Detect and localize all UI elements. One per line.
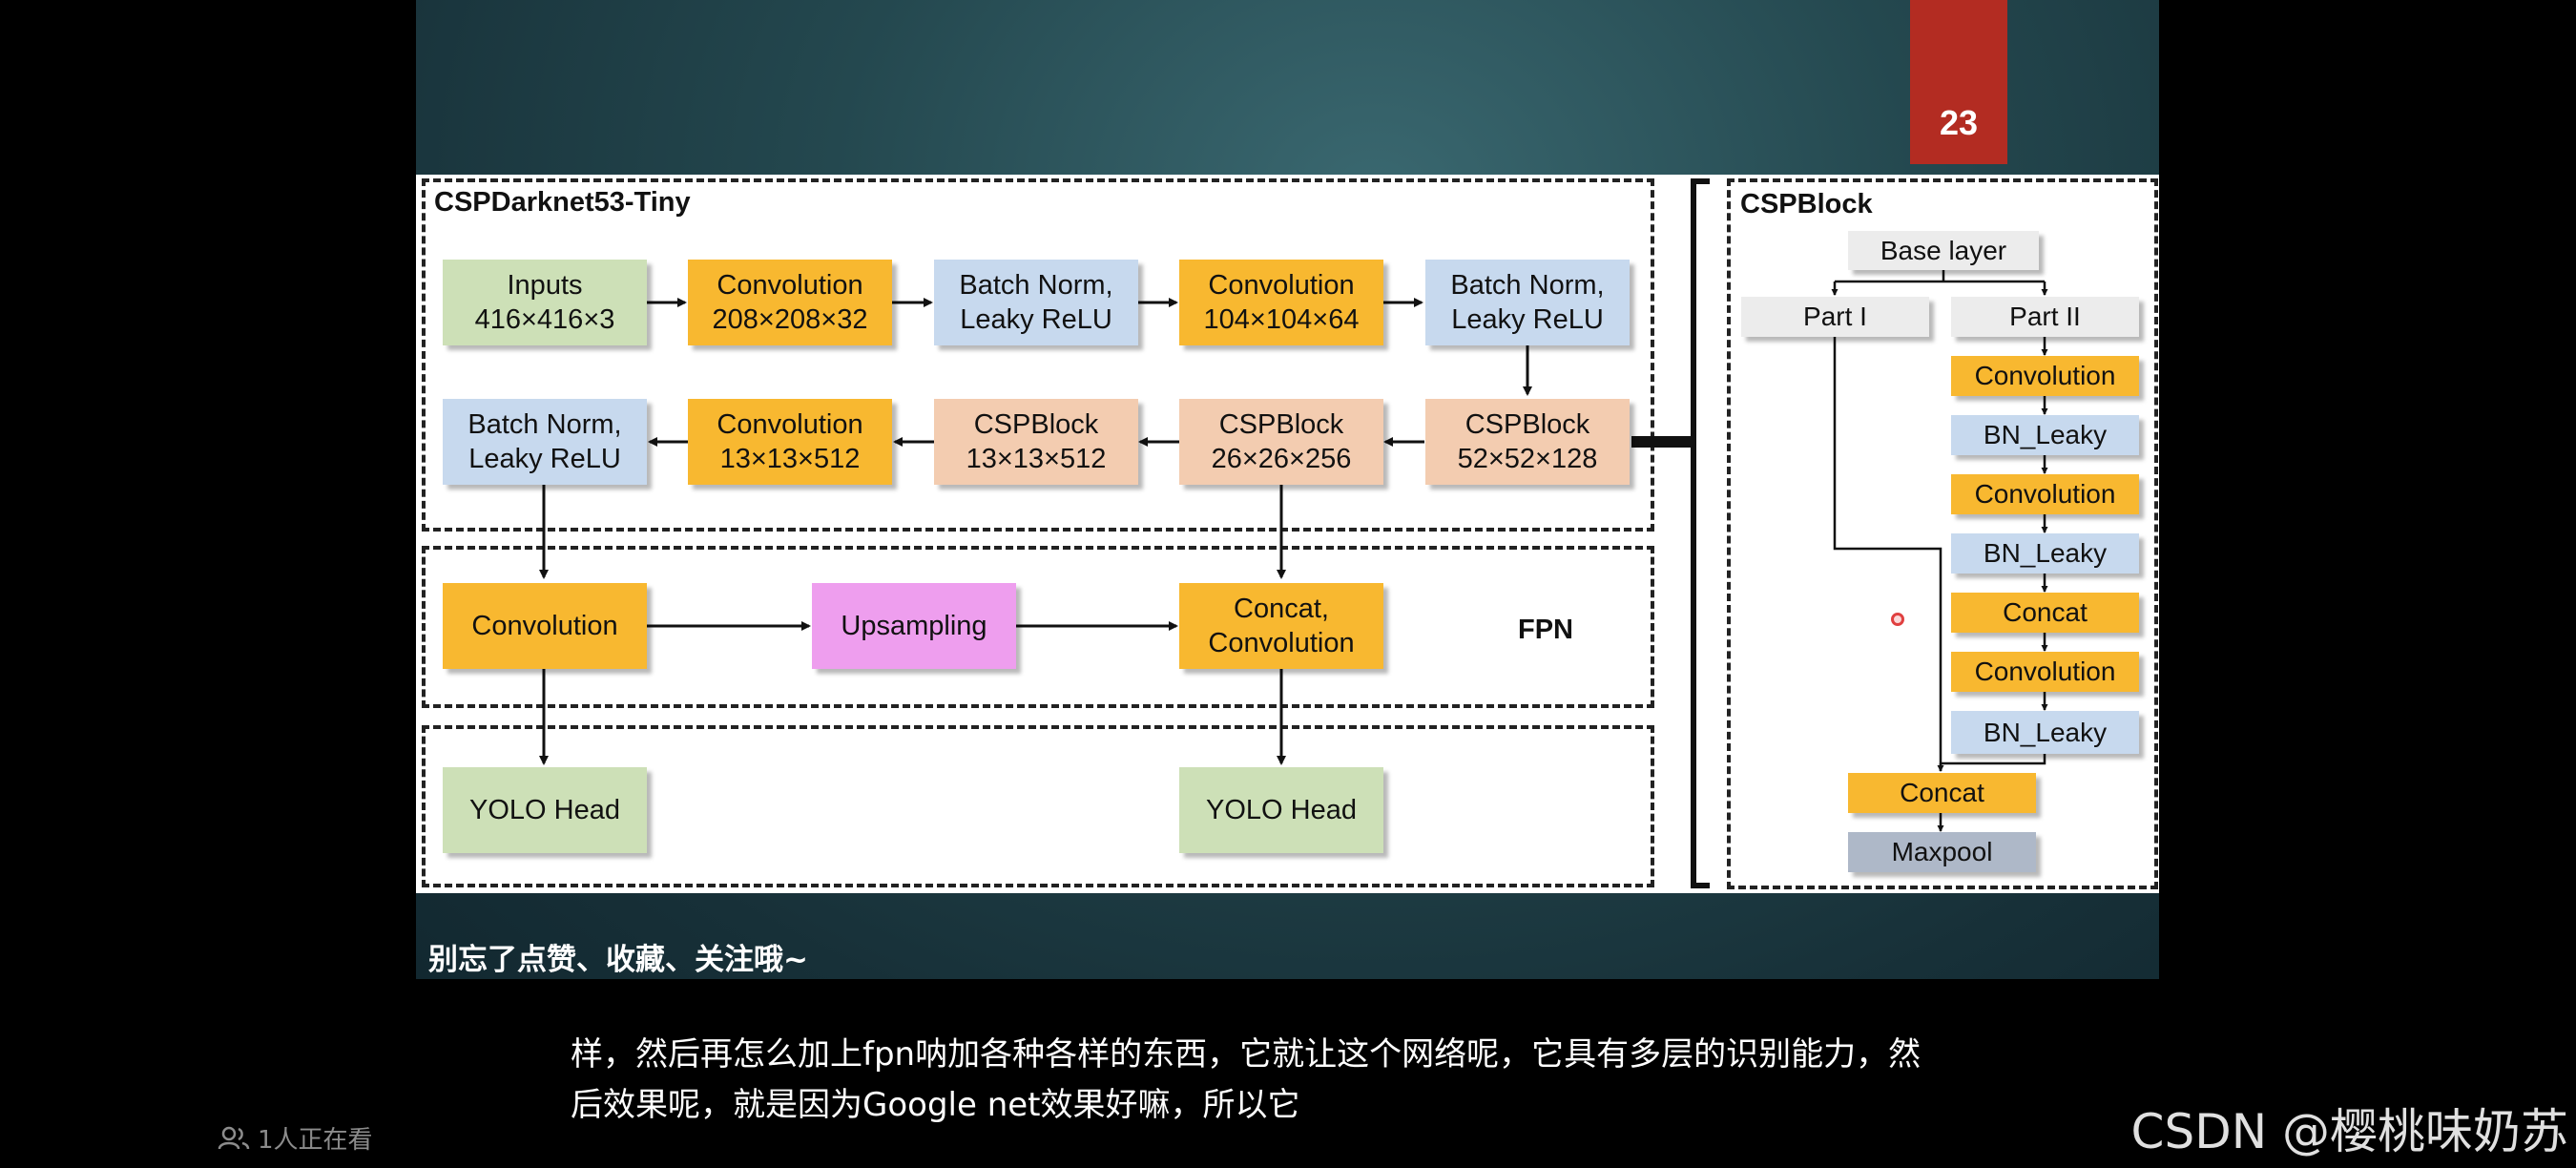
subtitle-line-2: 后效果呢，就是因为Google net效果好嘛，所以它 xyxy=(571,1086,1300,1124)
batch-norm-box-2: Batch Norm, Leaky ReLU xyxy=(1425,260,1630,345)
slide-caption: 别忘了点赞、收藏、关注哦~ xyxy=(428,943,808,977)
viewers-icon xyxy=(218,1126,250,1149)
base-layer-box: Base layer xyxy=(1848,231,2039,270)
pointer-cursor xyxy=(1891,613,1904,626)
upsampling-box: Upsampling xyxy=(812,583,1016,669)
head-frame xyxy=(422,725,1654,887)
csp-convolution-box-c: Convolution xyxy=(1951,652,2139,692)
maxpool-box: Maxpool xyxy=(1848,832,2036,872)
subtitle-line-1: 样，然后再怎么加上fpn呐加各种各样的东西，它就让这个网络呢，它具有多层的识别能… xyxy=(571,1035,1922,1074)
inputs-box: Inputs 416×416×3 xyxy=(443,260,647,345)
cspblock-frame xyxy=(1727,178,2158,889)
csp-bn-leaky-box-c: BN_Leaky xyxy=(1951,711,2139,754)
csp-convolution-box-b: Convolution xyxy=(1951,474,2139,514)
main-title: CSPDarknet53-Tiny xyxy=(434,187,691,218)
csp-concat-out-box: Concat xyxy=(1848,773,2036,813)
batch-norm-box-3: Batch Norm, Leaky ReLU xyxy=(443,399,647,485)
page-number-tab: 23 xyxy=(1910,0,2007,164)
csp-concat-inner-box: Concat xyxy=(1951,593,2139,633)
csp-bn-leaky-box-a: BN_Leaky xyxy=(1951,415,2139,455)
csdn-watermark: CSDN @樱桃味奶苏 xyxy=(2130,1104,2568,1159)
backbone-frame xyxy=(422,178,1654,532)
cspblock-26-box: CSPBlock 26×26×256 xyxy=(1179,399,1383,485)
fpn-frame xyxy=(422,546,1654,708)
fpn-label: FPN xyxy=(1518,615,1573,645)
cspblock-title: CSPBlock xyxy=(1740,189,1873,219)
convolution-208-box: Convolution 208×208×32 xyxy=(688,260,892,345)
part-2-box: Part II xyxy=(1951,297,2139,337)
csp-convolution-box-a: Convolution xyxy=(1951,356,2139,396)
viewer-count: 1人正在看 xyxy=(218,1120,373,1156)
cspblock-13-box: CSPBlock 13×13×512 xyxy=(934,399,1138,485)
concat-convolution-box: Concat, Convolution xyxy=(1179,583,1383,669)
batch-norm-box-1: Batch Norm, Leaky ReLU xyxy=(934,260,1138,345)
yolo-head-box-2: YOLO Head xyxy=(1179,767,1383,853)
yolo-head-box-1: YOLO Head xyxy=(443,767,647,853)
convolution-13-box: Convolution 13×13×512 xyxy=(688,399,892,485)
page-number: 23 xyxy=(1939,103,1979,142)
cspblock-52-box: CSPBlock 52×52×128 xyxy=(1425,399,1630,485)
part-1-box: Part I xyxy=(1741,297,1929,337)
viewer-count-text: 1人正在看 xyxy=(258,1126,373,1155)
fpn-convolution-box: Convolution xyxy=(443,583,647,669)
csp-bn-leaky-box-b: BN_Leaky xyxy=(1951,533,2139,574)
convolution-104-box: Convolution 104×104×64 xyxy=(1179,260,1383,345)
